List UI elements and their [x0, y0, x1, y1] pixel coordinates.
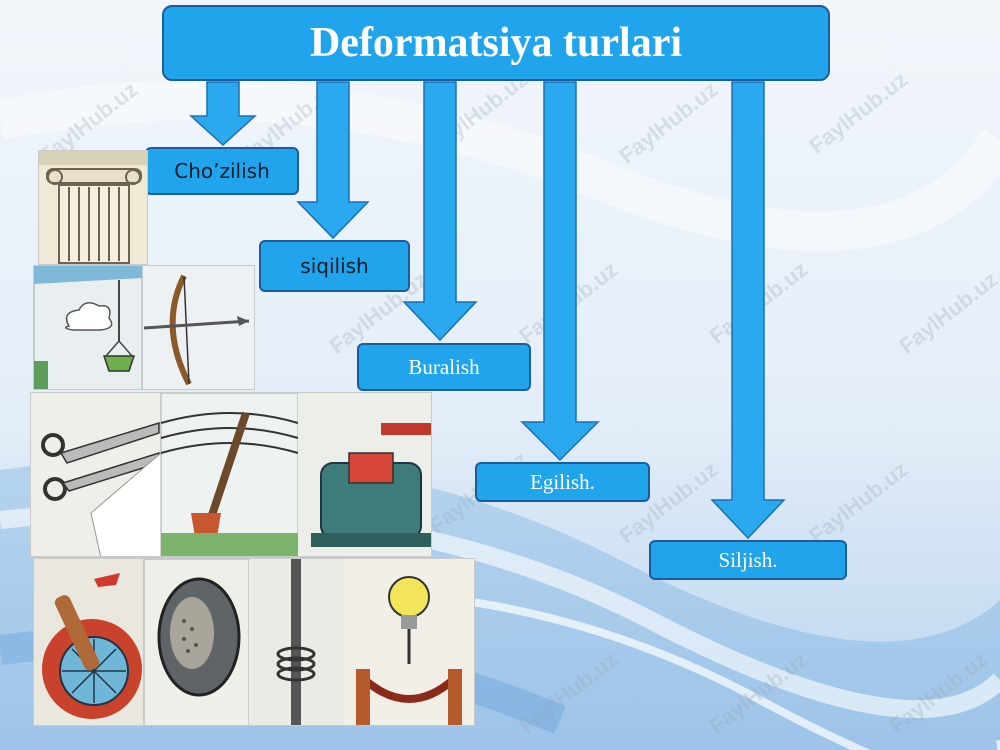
column-illustration	[38, 150, 148, 265]
arrow-down-icon	[402, 81, 478, 342]
arrow-down-icon	[710, 81, 786, 540]
type-label-siqilish: siqilish	[259, 240, 410, 292]
arrow-down-icon	[520, 81, 600, 462]
arrow-down-icon	[189, 81, 257, 147]
diagram-title: Deformatsiya turlari	[309, 20, 683, 66]
type-label-chozilish: Cho’zilish	[145, 147, 299, 195]
diagram-title-box: Deformatsiya turlari	[162, 5, 830, 81]
weight-and-bow-illustration	[33, 265, 255, 390]
type-label-buralish: Buralish	[357, 343, 531, 391]
type-label-siljish: Siljish.	[649, 540, 847, 580]
type-label-egilish: Egilish.	[475, 462, 650, 502]
scissors-pole-vise-illustration	[30, 392, 432, 557]
arrow-down-icon	[296, 81, 370, 240]
propeller-foot-spring-bulb-illustration	[33, 558, 475, 726]
